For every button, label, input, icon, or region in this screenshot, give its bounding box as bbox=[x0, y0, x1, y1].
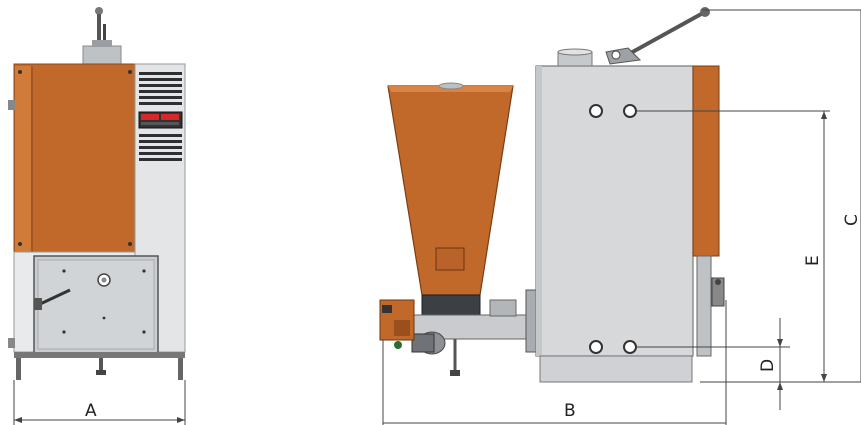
door-handle-side bbox=[711, 277, 725, 307]
front-copper-door bbox=[13, 63, 136, 253]
door-handle-front bbox=[34, 288, 71, 310]
dimension-e bbox=[821, 111, 827, 382]
top-lever-front bbox=[82, 7, 122, 65]
side-view: B E C D bbox=[379, 7, 861, 425]
dimension-e-label: E bbox=[803, 255, 823, 266]
dimension-c-label: C bbox=[842, 214, 861, 226]
side-base-tray bbox=[539, 355, 693, 383]
connection-ports bbox=[589, 104, 637, 354]
dimension-d bbox=[777, 318, 783, 410]
vent-grille-top bbox=[139, 72, 182, 105]
front-view: A bbox=[8, 7, 186, 425]
dimension-b bbox=[382, 300, 727, 425]
side-copper-panel bbox=[692, 65, 720, 257]
front-base-frame bbox=[14, 352, 185, 358]
side-boiler-body bbox=[535, 65, 694, 357]
dimension-a-label: A bbox=[85, 401, 97, 421]
fuel-hopper bbox=[387, 82, 514, 318]
feed-motor bbox=[379, 299, 415, 349]
dimension-b-label: B bbox=[564, 401, 576, 421]
burner-assembly bbox=[404, 289, 539, 376]
flue-collar bbox=[557, 48, 593, 67]
controller-display bbox=[138, 111, 183, 129]
cleaning-lever-side bbox=[605, 7, 710, 65]
dimension-d-label: D bbox=[758, 359, 778, 372]
dimension-a bbox=[13, 380, 186, 425]
vent-grille-bottom bbox=[139, 134, 182, 161]
